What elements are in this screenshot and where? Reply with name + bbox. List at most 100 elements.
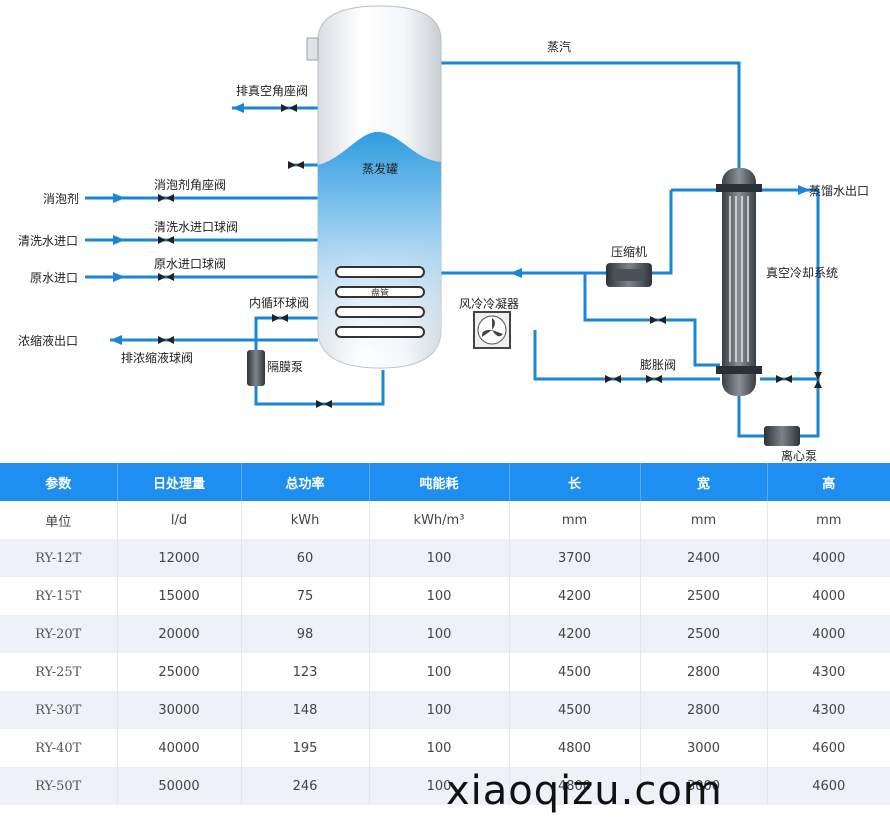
spec-table: 参数 日处理量 总功率 吨能耗 长 宽 高 单位 l/d kWh kWh/m³ … xyxy=(0,463,890,805)
header-length: 长 xyxy=(509,463,641,501)
table-header-row: 参数 日处理量 总功率 吨能耗 长 宽 高 xyxy=(0,463,890,501)
table-units-row: 单位 l/d kWh kWh/m³ mm mm mm xyxy=(0,501,890,539)
valves xyxy=(158,104,822,408)
diaphragm-pump xyxy=(247,350,265,386)
table-cell: 100 xyxy=(369,615,510,653)
table-cell: RY-20T xyxy=(0,615,118,653)
table-cell: 2500 xyxy=(640,577,768,615)
arrow-left-icon xyxy=(232,103,244,113)
table-cell: 246 xyxy=(241,767,370,805)
header-height: 高 xyxy=(767,463,890,501)
centrifugal-pump-label: 离心泵 xyxy=(781,448,817,463)
table-cell: 98 xyxy=(241,615,370,653)
vacuum-valve-icon xyxy=(281,104,297,112)
inner-valve-label: 内循环球阀 xyxy=(249,296,309,310)
raw-inlet-label: 原水进口 xyxy=(30,271,78,285)
expansion-valve-label: 膨胀阀 xyxy=(640,358,676,372)
table-cell: 4600 xyxy=(767,729,890,767)
table-cell: 75 xyxy=(241,577,370,615)
table-row: RY-15T 15000 75 100 4200 2500 4000 xyxy=(0,577,890,615)
table-cell: RY-40T xyxy=(0,729,118,767)
expansion-valve-a-icon xyxy=(605,375,621,383)
process-diagram: 蒸发罐 盘管 xyxy=(18,5,869,463)
vacuum-cooling-label: 真空冷却系统 xyxy=(766,266,838,280)
expansion-valve-b-icon xyxy=(646,375,662,383)
table-cell: 2800 xyxy=(640,691,768,729)
table-cell: RY-30T xyxy=(0,691,118,729)
loop-valve-icon xyxy=(814,372,822,388)
table-row: RY-25T 25000 123 100 4500 2800 4300 xyxy=(0,653,890,691)
table-cell: 4000 xyxy=(767,539,890,577)
vacuum-cooler xyxy=(716,168,762,396)
compressor-valve-icon xyxy=(650,316,666,324)
table-cell: 3700 xyxy=(509,539,641,577)
table-cell: kWh/m³ xyxy=(369,501,510,539)
table-cell: 195 xyxy=(241,729,370,767)
centrifugal-pump xyxy=(764,426,800,446)
compressor-label: 压缩机 xyxy=(611,244,647,259)
table-cell: 60 xyxy=(241,539,370,577)
table-cell: 2500 xyxy=(640,615,768,653)
clean-valve-icon xyxy=(158,236,174,244)
table-cell: 4200 xyxy=(509,577,641,615)
clean-inlet-label: 清洗水进口 xyxy=(18,234,78,248)
defoamer-valve-icon xyxy=(158,194,174,202)
table-cell: 2400 xyxy=(640,539,768,577)
table-row: RY-50T 50000 246 100 4800 3000 4600 xyxy=(0,767,890,805)
flow-arrows xyxy=(110,103,810,345)
table-cell: 4500 xyxy=(509,653,641,691)
table-cell: 单位 xyxy=(0,501,118,539)
table-row: RY-12T 12000 60 100 3700 2400 4000 xyxy=(0,539,890,577)
header-energy-per-ton: 吨能耗 xyxy=(369,463,510,501)
table-cell: 148 xyxy=(241,691,370,729)
table-cell: 15000 xyxy=(117,577,242,615)
table-cell: 12000 xyxy=(117,539,242,577)
arrow-right-icon xyxy=(798,185,810,195)
raw-valve-label: 原水进口球阀 xyxy=(154,257,226,271)
table-cell: 4000 xyxy=(767,577,890,615)
steam-label: 蒸汽 xyxy=(547,39,571,54)
clean-valve-label: 清洗水进口球阀 xyxy=(154,220,238,234)
table-cell: RY-12T xyxy=(0,539,118,577)
arrow-left-icon xyxy=(510,268,522,278)
table-cell: 2800 xyxy=(640,653,768,691)
arrow-right-icon xyxy=(113,272,125,282)
table-cell: 4500 xyxy=(509,691,641,729)
table-cell: 40000 xyxy=(117,729,242,767)
distill-outlet-label: 蒸馏水出口 xyxy=(809,184,869,198)
table-cell: 100 xyxy=(369,577,510,615)
table-cell: mm xyxy=(640,501,768,539)
table-cell: 4000 xyxy=(767,615,890,653)
arrow-right-icon xyxy=(113,235,125,245)
table-cell: 25000 xyxy=(117,653,242,691)
table-cell: 100 xyxy=(369,767,510,805)
conc-valve-icon xyxy=(158,336,174,344)
tank-nozzle xyxy=(306,37,319,61)
table-cell: 100 xyxy=(369,653,510,691)
table-row: RY-30T 30000 148 100 4500 2800 4300 xyxy=(0,691,890,729)
table-cell: l/d xyxy=(117,501,242,539)
compressor xyxy=(606,263,652,287)
diaphragm-pump-label: 隔膜泵 xyxy=(267,360,303,374)
table-cell: kWh xyxy=(241,501,370,539)
table-cell: RY-15T xyxy=(0,577,118,615)
table-cell: 3000 xyxy=(640,767,768,805)
vacuum-valve-label: 排真空角座阀 xyxy=(236,83,308,98)
table-cell: 4800 xyxy=(509,729,641,767)
fan-condenser-label: 风冷冷凝器 xyxy=(459,296,519,311)
table-cell: 20000 xyxy=(117,615,242,653)
header-total-power: 总功率 xyxy=(241,463,370,501)
conc-outlet-label: 浓缩液出口 xyxy=(18,333,78,348)
table-cell: mm xyxy=(509,501,641,539)
level-valve-icon xyxy=(288,161,304,169)
table-cell: 4300 xyxy=(767,691,890,729)
inner-valve-icon xyxy=(272,314,288,322)
fan-condenser-icon xyxy=(473,311,511,349)
heating-coil: 盘管 xyxy=(335,266,425,338)
table-cell: 30000 xyxy=(117,691,242,729)
defoamer-valve-label: 消泡剂角座阀 xyxy=(154,177,226,192)
diagram-labels: 蒸汽 排真空角座阀 消泡剂 消泡剂角座阀 清洗水进口 清洗水进口球阀 原水进口 … xyxy=(18,39,869,463)
cooler-outlet-valve-icon xyxy=(776,375,792,383)
table-cell: 123 xyxy=(241,653,370,691)
table-cell: 4600 xyxy=(767,767,890,805)
